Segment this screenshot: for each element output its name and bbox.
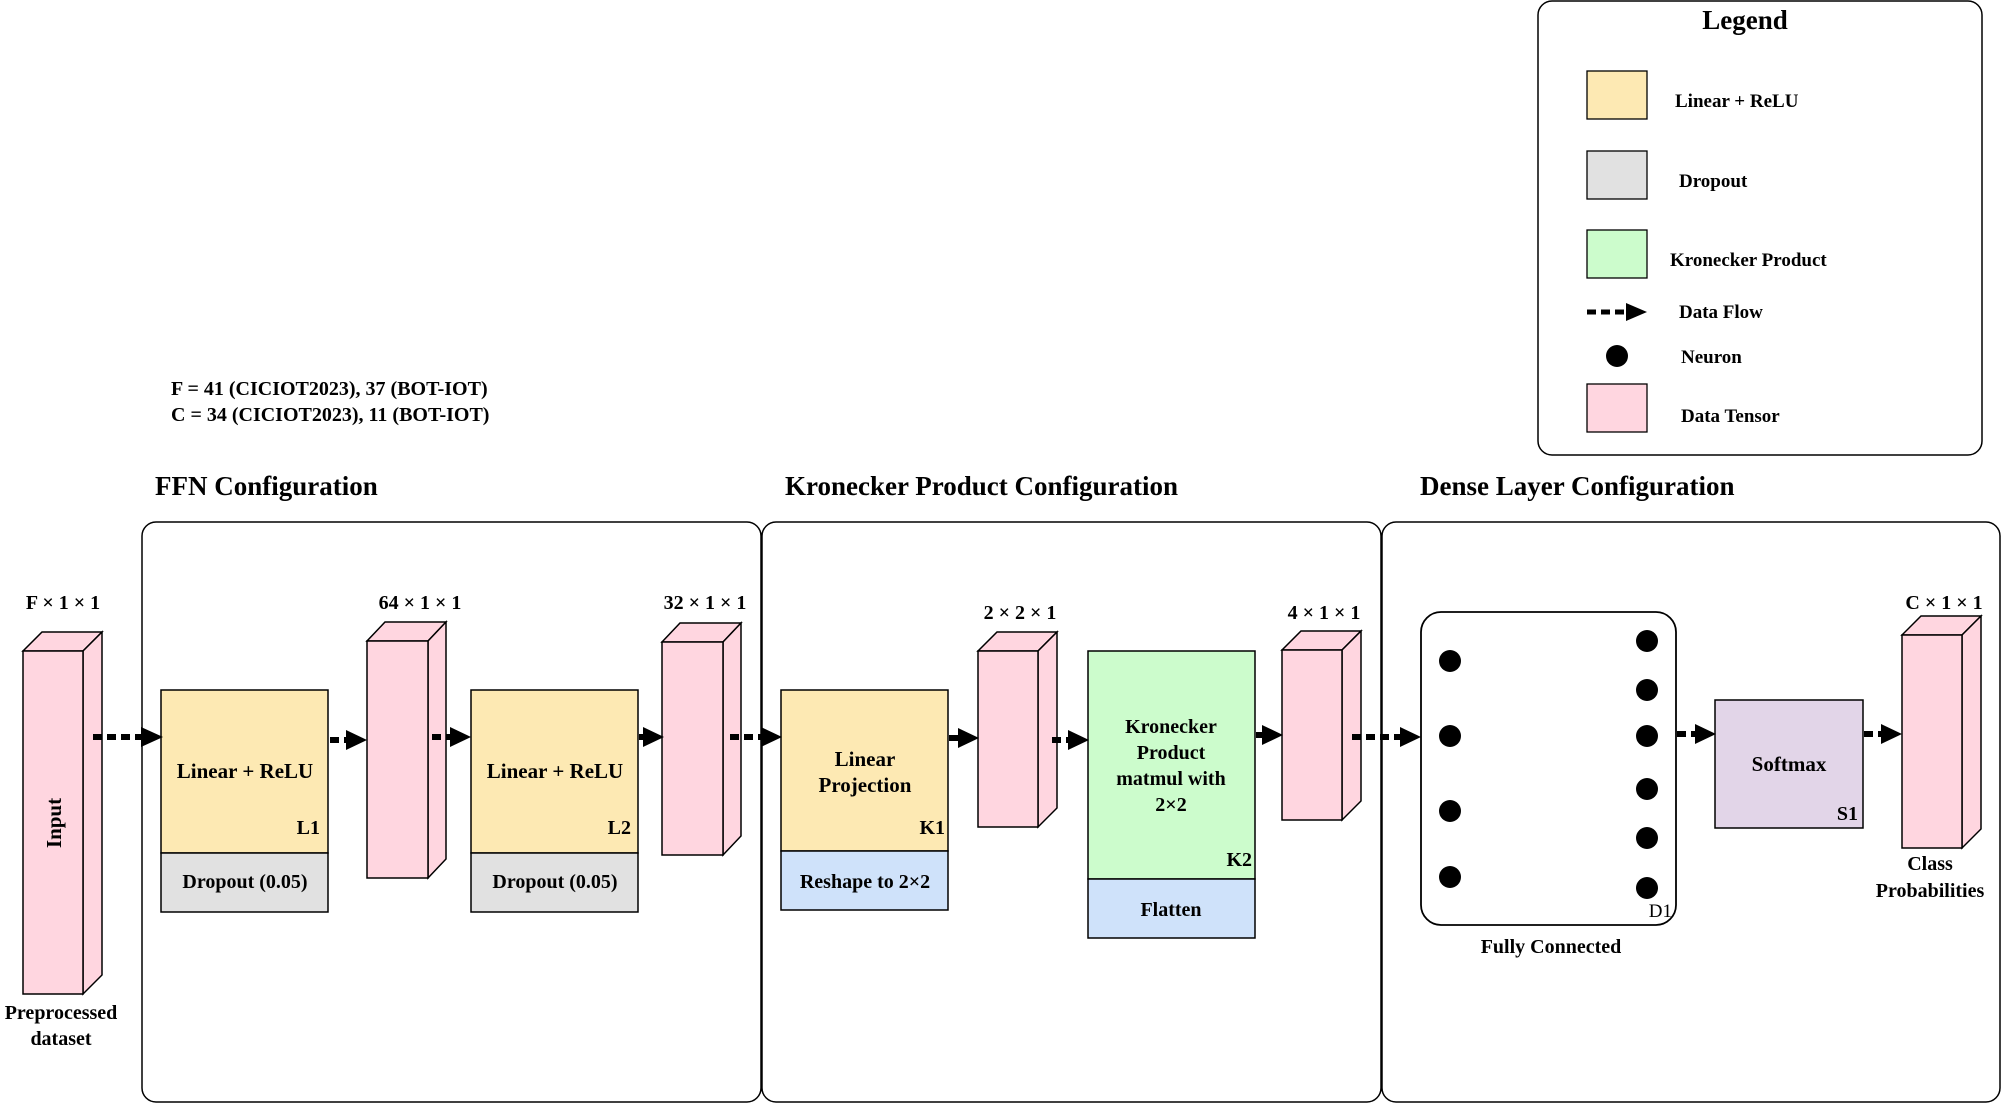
block-l2: Linear + ReLU L2 Dropout (0.05) bbox=[470, 689, 639, 913]
output-dims: C × 1 × 1 bbox=[1905, 592, 1982, 614]
neuron-left-4 bbox=[1439, 866, 1461, 888]
neuron-right-5 bbox=[1636, 827, 1658, 849]
neuron-left-3 bbox=[1439, 800, 1461, 822]
legend-swatch-dropout bbox=[1586, 150, 1648, 200]
l2-dropout: Dropout (0.05) bbox=[492, 871, 617, 893]
input-dims: F × 1 × 1 bbox=[26, 592, 100, 614]
l1-dropout: Dropout (0.05) bbox=[182, 871, 307, 893]
input-tensor: Input bbox=[21, 630, 104, 996]
tensor-4 bbox=[1280, 629, 1363, 822]
tensor-2x2 bbox=[976, 630, 1059, 829]
tensor-2x2-dims: 2 × 2 × 1 bbox=[984, 602, 1057, 624]
block-d1: D1 bbox=[1420, 611, 1677, 926]
neuron-right-2 bbox=[1636, 679, 1658, 701]
arrow-k2-t4 bbox=[1256, 725, 1283, 745]
legend-label-neuron: Neuron bbox=[1681, 347, 1742, 368]
section-title-ffn: FFN Configuration bbox=[155, 471, 378, 501]
arrow-t3-k2 bbox=[1052, 730, 1089, 750]
section-frame-ffn bbox=[141, 521, 762, 1103]
legend-swatch-tensor bbox=[1586, 383, 1648, 433]
arrow-input-l1 bbox=[93, 727, 163, 747]
k1-reshape: Reshape to 2×2 bbox=[800, 871, 930, 893]
flow-arrows bbox=[93, 724, 1902, 750]
section-title-dense: Dense Layer Configuration bbox=[1420, 471, 1735, 501]
arrow-l1-t1 bbox=[330, 730, 367, 750]
legend-swatch-linear bbox=[1586, 70, 1648, 120]
l2-title: Linear + ReLU bbox=[487, 759, 623, 783]
legend: Legend Linear + ReLU Dropout Kronecker P… bbox=[1537, 0, 1983, 456]
legend-frame bbox=[1537, 0, 1983, 456]
l1-title: Linear + ReLU bbox=[177, 759, 313, 783]
legend-label-tensor: Data Tensor bbox=[1681, 406, 1780, 427]
note-f-line: F = 41 (CICIOT2023), 37 (BOT-IOT) bbox=[171, 378, 488, 400]
legend-label-kronecker: Kronecker Product bbox=[1670, 250, 1827, 271]
section-title-kron: Kronecker Product Configuration bbox=[785, 471, 1178, 501]
legend-neuron-icon bbox=[1606, 345, 1628, 367]
note-c-line: C = 34 (CICIOT2023), 11 (BOT-IOT) bbox=[171, 404, 489, 426]
k2-line-4: 2×2 bbox=[1155, 794, 1186, 816]
input-label: Input bbox=[42, 798, 66, 848]
k2-tag: K2 bbox=[1226, 849, 1252, 871]
neuron-right-4 bbox=[1636, 778, 1658, 800]
d1-caption: Fully Connected bbox=[1481, 936, 1622, 958]
neuron-right-3 bbox=[1636, 725, 1658, 747]
legend-title: Legend bbox=[1702, 5, 1788, 35]
l2-tag: L2 bbox=[608, 817, 631, 839]
tensor-64 bbox=[365, 620, 448, 880]
s1-tag: S1 bbox=[1837, 803, 1858, 825]
tensor-64-dims: 64 × 1 × 1 bbox=[379, 592, 462, 614]
arrow-s1-output bbox=[1864, 724, 1902, 744]
legend-label-dataflow: Data Flow bbox=[1679, 302, 1763, 323]
k2-line-1: Kronecker bbox=[1125, 716, 1217, 738]
neuron-left-2 bbox=[1439, 725, 1461, 747]
neuron-right-6 bbox=[1636, 877, 1658, 899]
k1-title-2: Projection bbox=[819, 773, 912, 797]
input-caption-2: dataset bbox=[30, 1028, 91, 1050]
tensor-32-dims: 32 × 1 × 1 bbox=[664, 592, 747, 614]
output-tensor bbox=[1900, 614, 1983, 850]
neuron-left-1 bbox=[1439, 650, 1461, 672]
legend-arrow-icon bbox=[1587, 303, 1647, 321]
k2-line-2: Product bbox=[1137, 742, 1206, 764]
s1-title: Softmax bbox=[1752, 752, 1827, 776]
legend-label-linear: Linear + ReLU bbox=[1675, 91, 1799, 112]
arrow-d1-s1 bbox=[1677, 724, 1716, 744]
neuron-right-1 bbox=[1636, 630, 1658, 652]
output-caption-1: Class bbox=[1907, 853, 1953, 875]
block-k2: Kronecker Product matmul with 2×2 K2 Fla… bbox=[1087, 650, 1256, 939]
k1-title-1: Linear bbox=[835, 747, 896, 771]
arrow-k1-t3 bbox=[949, 728, 979, 748]
block-l1: Linear + ReLU L1 Dropout (0.05) bbox=[160, 689, 329, 913]
legend-label-dropout: Dropout bbox=[1679, 171, 1748, 192]
section-frame-kron bbox=[761, 521, 1382, 1103]
d1-tag: D1 bbox=[1649, 901, 1672, 922]
l1-tag: L1 bbox=[297, 817, 320, 839]
k1-tag: K1 bbox=[919, 817, 945, 839]
legend-swatch-kronecker bbox=[1586, 229, 1648, 279]
input-caption-1: Preprocessed bbox=[5, 1002, 118, 1024]
tensor-32 bbox=[660, 621, 743, 857]
output-caption-2: Probabilities bbox=[1876, 880, 1985, 902]
block-s1: Softmax S1 bbox=[1714, 699, 1864, 829]
k2-line-3: matmul with bbox=[1116, 768, 1225, 790]
arrow-l2-t2 bbox=[639, 727, 664, 747]
section-frame-dense bbox=[1381, 521, 2001, 1103]
k2-flatten: Flatten bbox=[1140, 899, 1201, 921]
block-k1: Linear Projection K1 Reshape to 2×2 bbox=[780, 689, 949, 911]
tensor-4-dims: 4 × 1 × 1 bbox=[1288, 602, 1361, 624]
arrow-t4-d1 bbox=[1352, 727, 1421, 747]
arrow-t2-k1 bbox=[730, 727, 782, 747]
arrow-t1-l2 bbox=[432, 727, 471, 747]
